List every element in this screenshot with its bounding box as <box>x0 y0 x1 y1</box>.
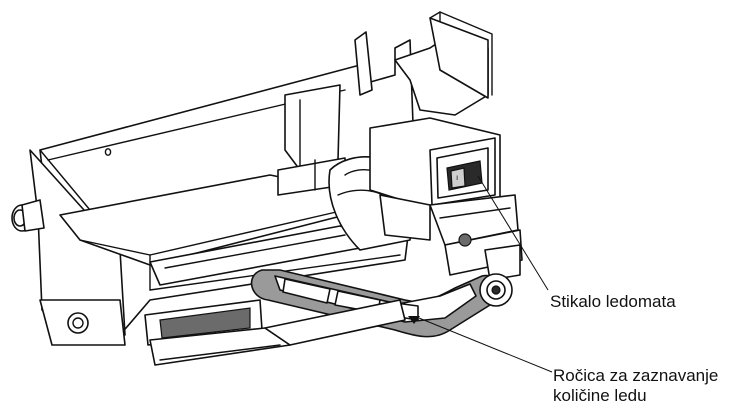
switch-callout-label: Stikalo ledomata <box>550 292 676 312</box>
left-pivot-knob <box>11 199 45 232</box>
arm-label-line-1: Ročica za zaznavanje <box>553 366 719 385</box>
arm-label-line-2: količine ledu <box>553 386 647 405</box>
lower-gear-cover <box>39 299 126 346</box>
icemaker-switch: ı <box>446 160 483 191</box>
bottom-ejector-bar <box>144 299 406 366</box>
switch-housing: ı <box>369 117 523 281</box>
switch-label-text: Stikalo ledomata <box>550 292 676 311</box>
ice-chute <box>354 11 493 116</box>
arm-callout-label: Ročica za zaznavanje količine ledu <box>553 366 718 406</box>
inner-dividers <box>277 84 346 196</box>
svg-text:ı: ı <box>456 173 458 182</box>
callout-leaders <box>418 175 553 373</box>
